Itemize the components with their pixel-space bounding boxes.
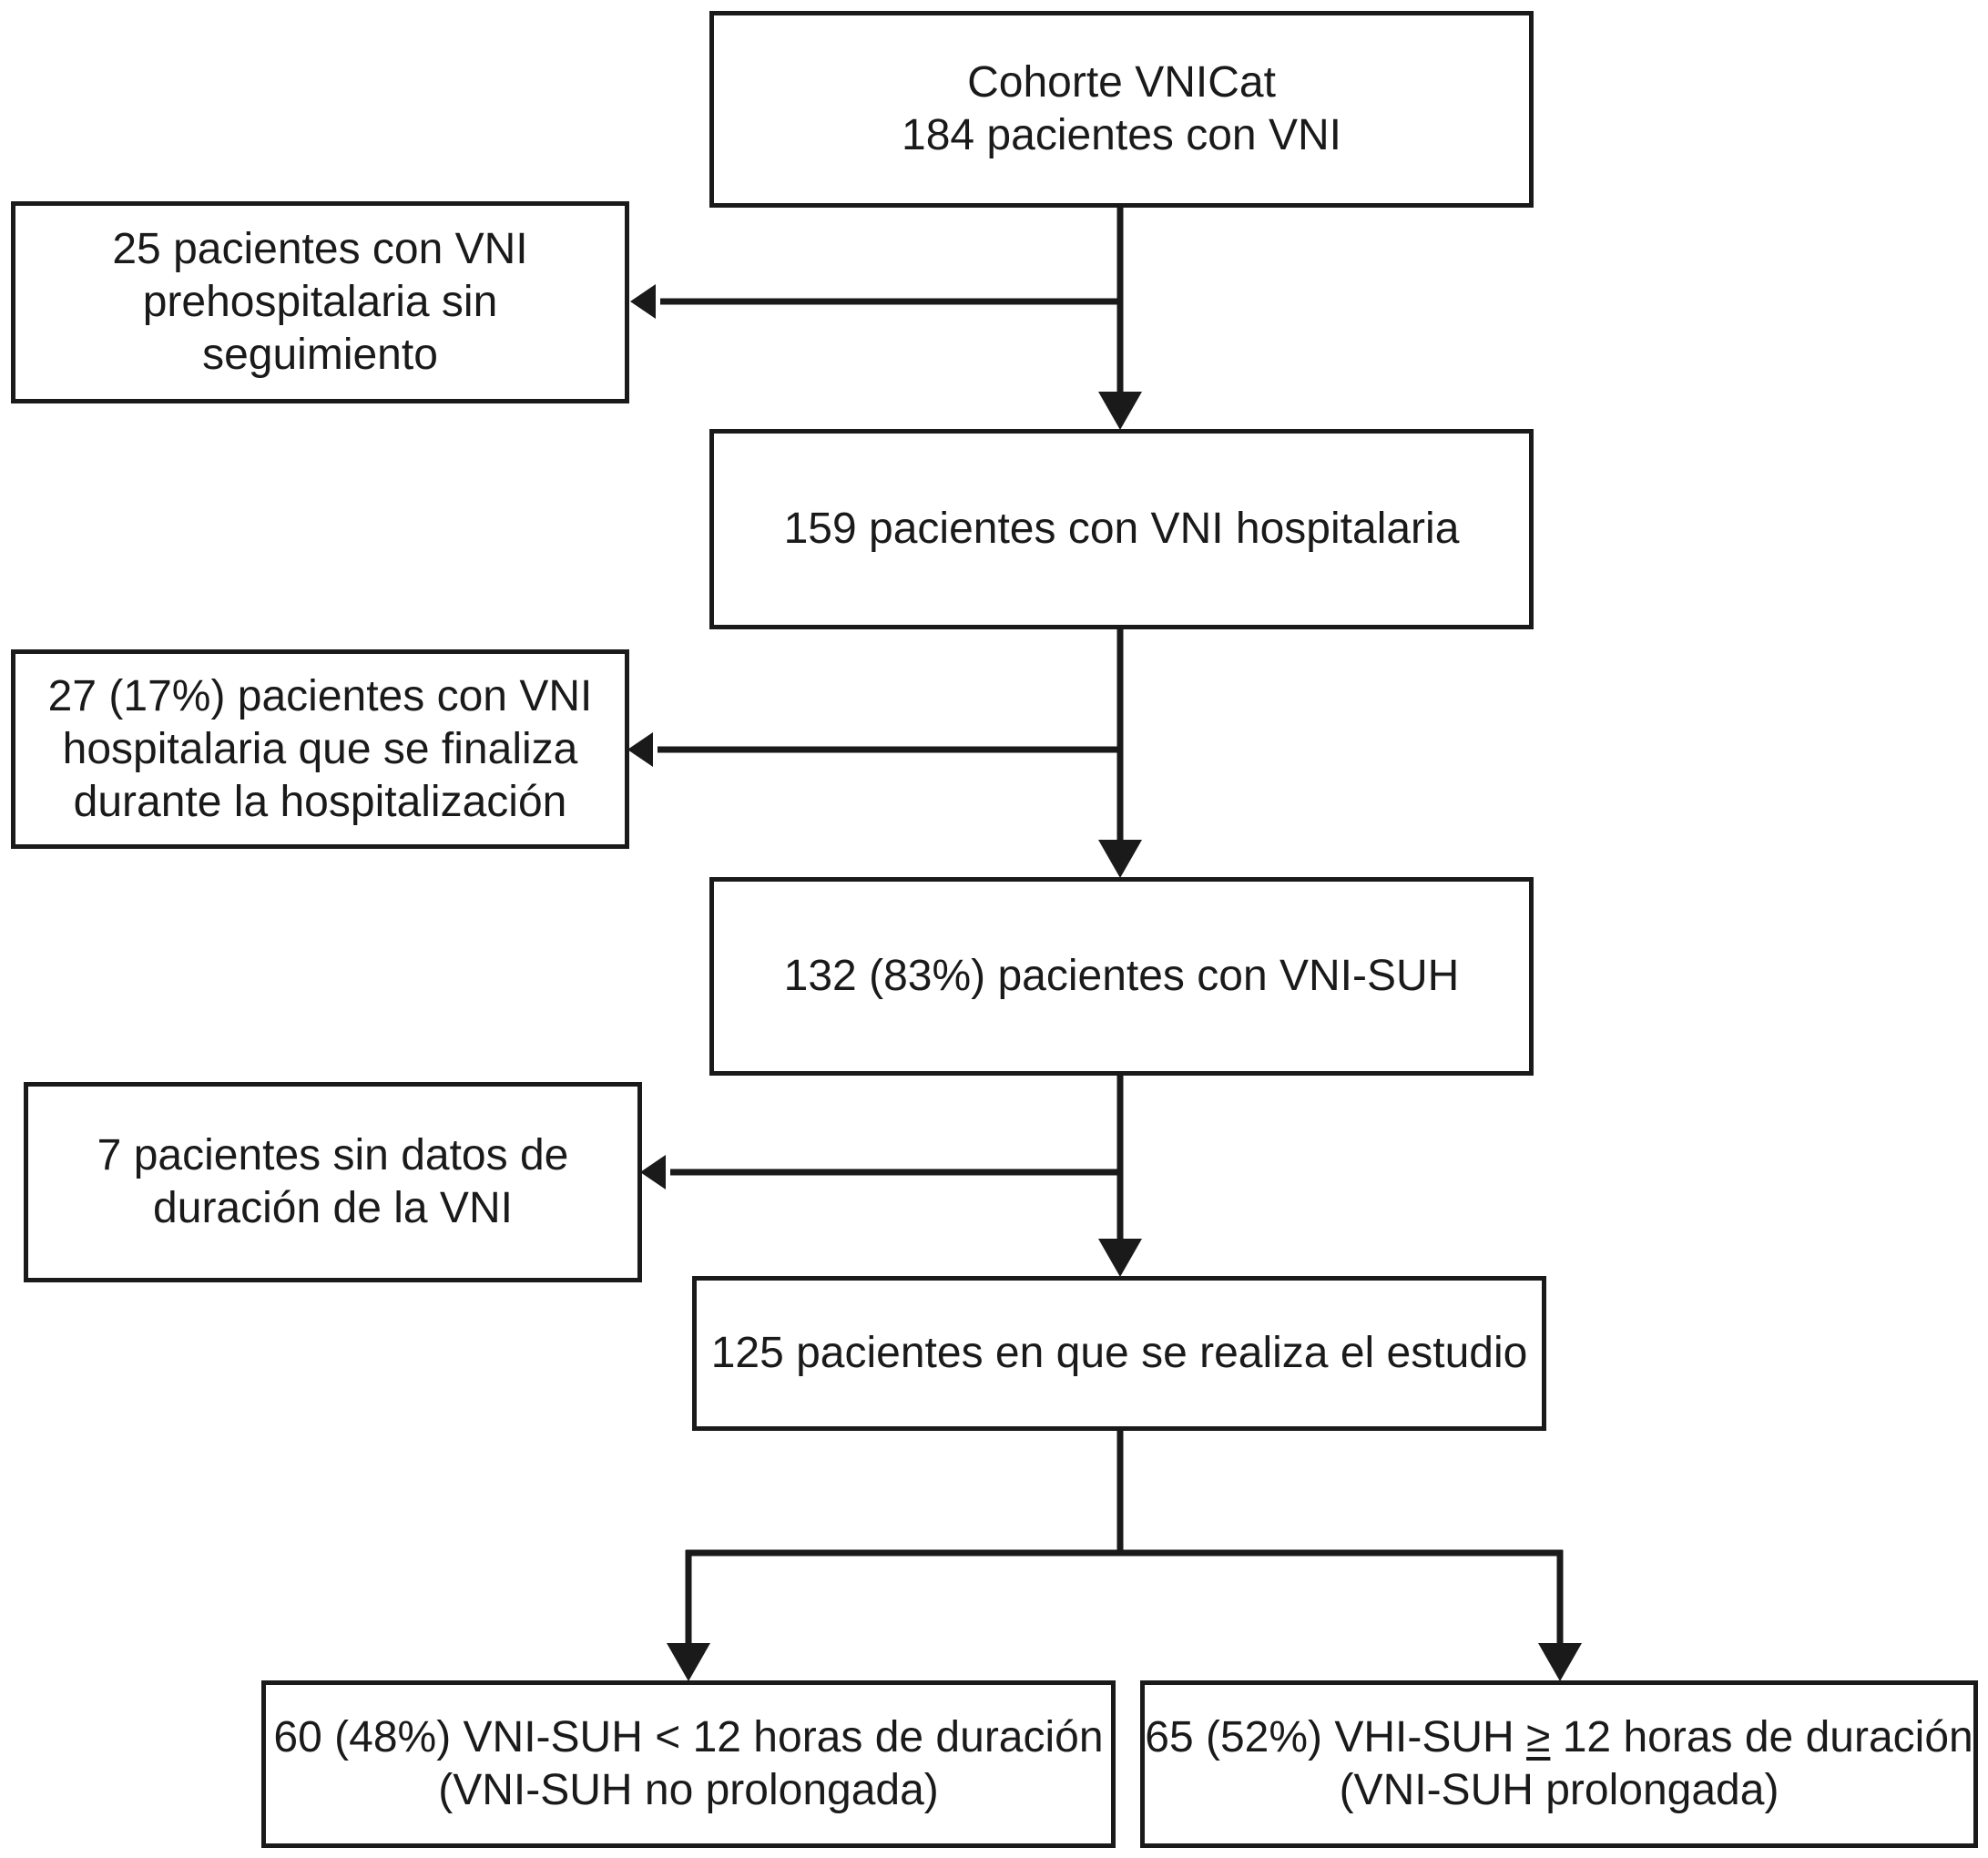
arrowhead-to-short-group <box>667 1643 710 1681</box>
excluded-no-data-box: 7 pacientes sin datos de duración de la … <box>24 1082 642 1282</box>
excluded-hospitalization-box: 27 (17%) pacientes con VNI hospitalaria … <box>11 649 629 849</box>
arrowhead-to-long-group <box>1538 1643 1582 1681</box>
excluded-hospitalization-line2: hospitalaria que se finaliza <box>62 724 578 773</box>
arrowhead-to-prehospital <box>630 284 656 319</box>
arrowhead-to-hospitalization <box>627 732 653 767</box>
long-group-line1: 65 (52%) VHI-SUH ≥ 12 horas de duración <box>1145 1711 1973 1764</box>
hospital-count: 159 pacientes con VNI hospitalaria <box>783 505 1460 553</box>
hospital-box: 159 pacientes con VNI hospitalaria <box>709 429 1534 629</box>
suh-count: 132 (83%) pacientes con VNI-SUH <box>783 952 1460 1000</box>
study-box: 125 pacientes en que se realiza el estud… <box>692 1276 1546 1431</box>
arrowhead-to-study <box>1098 1239 1142 1277</box>
study-count: 125 pacientes en que se realiza el estud… <box>710 1329 1528 1377</box>
excluded-prehospital-line1: 25 pacientes con VNI <box>112 225 528 273</box>
excluded-no-data-line2: duración de la VNI <box>153 1184 513 1232</box>
excluded-prehospital-line3: seguimiento <box>202 331 438 379</box>
cohort-box: Cohorte VNICat 184 pacientes con VNI <box>709 11 1534 208</box>
long-group-box: 65 (52%) VHI-SUH ≥ 12 horas de duración … <box>1140 1680 1978 1848</box>
arrowhead-to-suh <box>1098 840 1142 878</box>
short-group-box: 60 (48%) VNI-SUH < 12 horas de duración … <box>261 1680 1116 1848</box>
long-group-geq-symbol: ≥ <box>1526 1713 1551 1761</box>
excluded-prehospital-line2: prehospitalaria sin <box>142 278 498 326</box>
short-group-line2: (VNI-SUH no prolongada) <box>438 1766 939 1814</box>
long-group-line1-prefix: 65 (52%) VHI-SUH <box>1145 1713 1527 1761</box>
cohort-title: Cohorte VNICat <box>967 58 1276 107</box>
cohort-count: 184 pacientes con VNI <box>902 111 1341 159</box>
long-group-line2: (VNI-SUH prolongada) <box>1339 1766 1779 1814</box>
arrowhead-to-hospital <box>1098 392 1142 430</box>
suh-box: 132 (83%) pacientes con VNI-SUH <box>709 877 1534 1076</box>
arrowhead-to-no-data <box>640 1155 666 1189</box>
excluded-hospitalization-line1: 27 (17%) pacientes con VNI <box>47 671 593 720</box>
excluded-hospitalization-line3: durante la hospitalización <box>73 777 567 826</box>
short-group-line1: 60 (48%) VNI-SUH < 12 horas de duración <box>273 1713 1104 1761</box>
excluded-no-data-line1: 7 pacientes sin datos de <box>97 1131 569 1179</box>
excluded-prehospital-box: 25 pacientes con VNI prehospitalaria sin… <box>11 201 629 403</box>
long-group-line1-suffix: 12 horas de duración <box>1550 1713 1973 1761</box>
